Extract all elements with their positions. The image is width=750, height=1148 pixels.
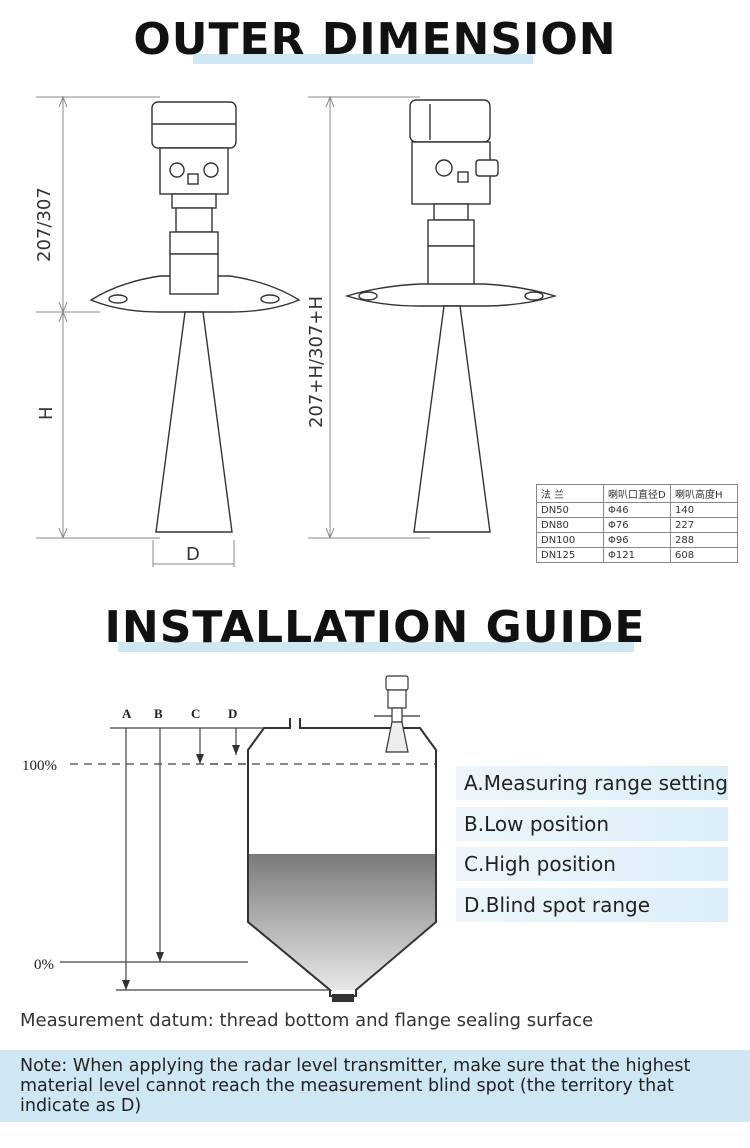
table-row: DN125 Φ121 608 — [536, 547, 738, 563]
table-header: 喇叭高度H — [670, 484, 738, 503]
table-cell: DN100 — [536, 532, 604, 548]
table-cell: 608 — [670, 547, 738, 563]
tank-transmitter — [374, 675, 420, 753]
right-total-label: 207+H/307+H — [306, 296, 327, 428]
right-dimension-lines — [308, 95, 430, 540]
table-cell: DN80 — [536, 517, 604, 533]
left-h-label: H — [36, 406, 57, 420]
legend-item-d: D.Blind spot range — [456, 888, 728, 922]
legend-item-c: C.High position adjustment — [456, 847, 728, 910]
table-row: DN100 Φ96 288 — [536, 532, 738, 548]
legend-item-b: B.Low position adjustment — [456, 807, 728, 870]
table-cell: Φ96 — [603, 532, 671, 548]
title-underline — [118, 642, 634, 652]
table-cell: Φ46 — [603, 502, 671, 518]
table-cell: 227 — [670, 517, 738, 533]
tank — [247, 718, 437, 1002]
left-radar-transmitter — [89, 101, 301, 533]
level-100-label: 100% — [22, 758, 57, 774]
measurement-datum-text: Measurement datum: thread bottom and fla… — [20, 1010, 594, 1031]
table-row: DN50 Φ46 140 — [536, 502, 738, 518]
letter-b: B — [154, 706, 163, 721]
table-header: 法 兰 — [536, 484, 604, 503]
table-header-row: 法 兰 喇叭口直径D 喇叭高度H — [536, 484, 738, 503]
left-dimension-lines — [36, 95, 235, 567]
level-0-label: 0% — [34, 957, 54, 973]
diameter-label: D — [186, 544, 200, 565]
table-cell: Φ121 — [603, 547, 671, 563]
outer-dimension-title: OUTER DIMENSION — [133, 14, 617, 65]
table-cell: 288 — [670, 532, 738, 548]
installation-lines — [60, 727, 436, 991]
letter-a: A — [122, 706, 132, 721]
title-underline — [193, 54, 533, 64]
table-cell: DN50 — [536, 502, 604, 518]
right-radar-transmitter — [344, 99, 558, 533]
note-box: Note: When applying the radar level tran… — [0, 1050, 750, 1122]
letter-d: D — [228, 706, 237, 721]
left-height-label: 207/307 — [34, 187, 55, 262]
letter-c: C — [191, 706, 200, 721]
installation-guide-title: INSTALLATION GUIDE — [104, 602, 646, 653]
table-cell: 140 — [670, 502, 738, 518]
table-row: DN80 Φ76 227 — [536, 517, 738, 533]
table-header: 喇叭口直径D — [603, 484, 671, 503]
installation-arrows — [122, 745, 240, 990]
spec-table: 法 兰 喇叭口直径D 喇叭高度H DN50 Φ46 140 DN80 Φ76 2… — [536, 484, 738, 563]
table-cell: Φ76 — [603, 517, 671, 533]
table-cell: DN125 — [536, 547, 604, 563]
legend-item-a: A.Measuring range setting — [456, 766, 728, 800]
